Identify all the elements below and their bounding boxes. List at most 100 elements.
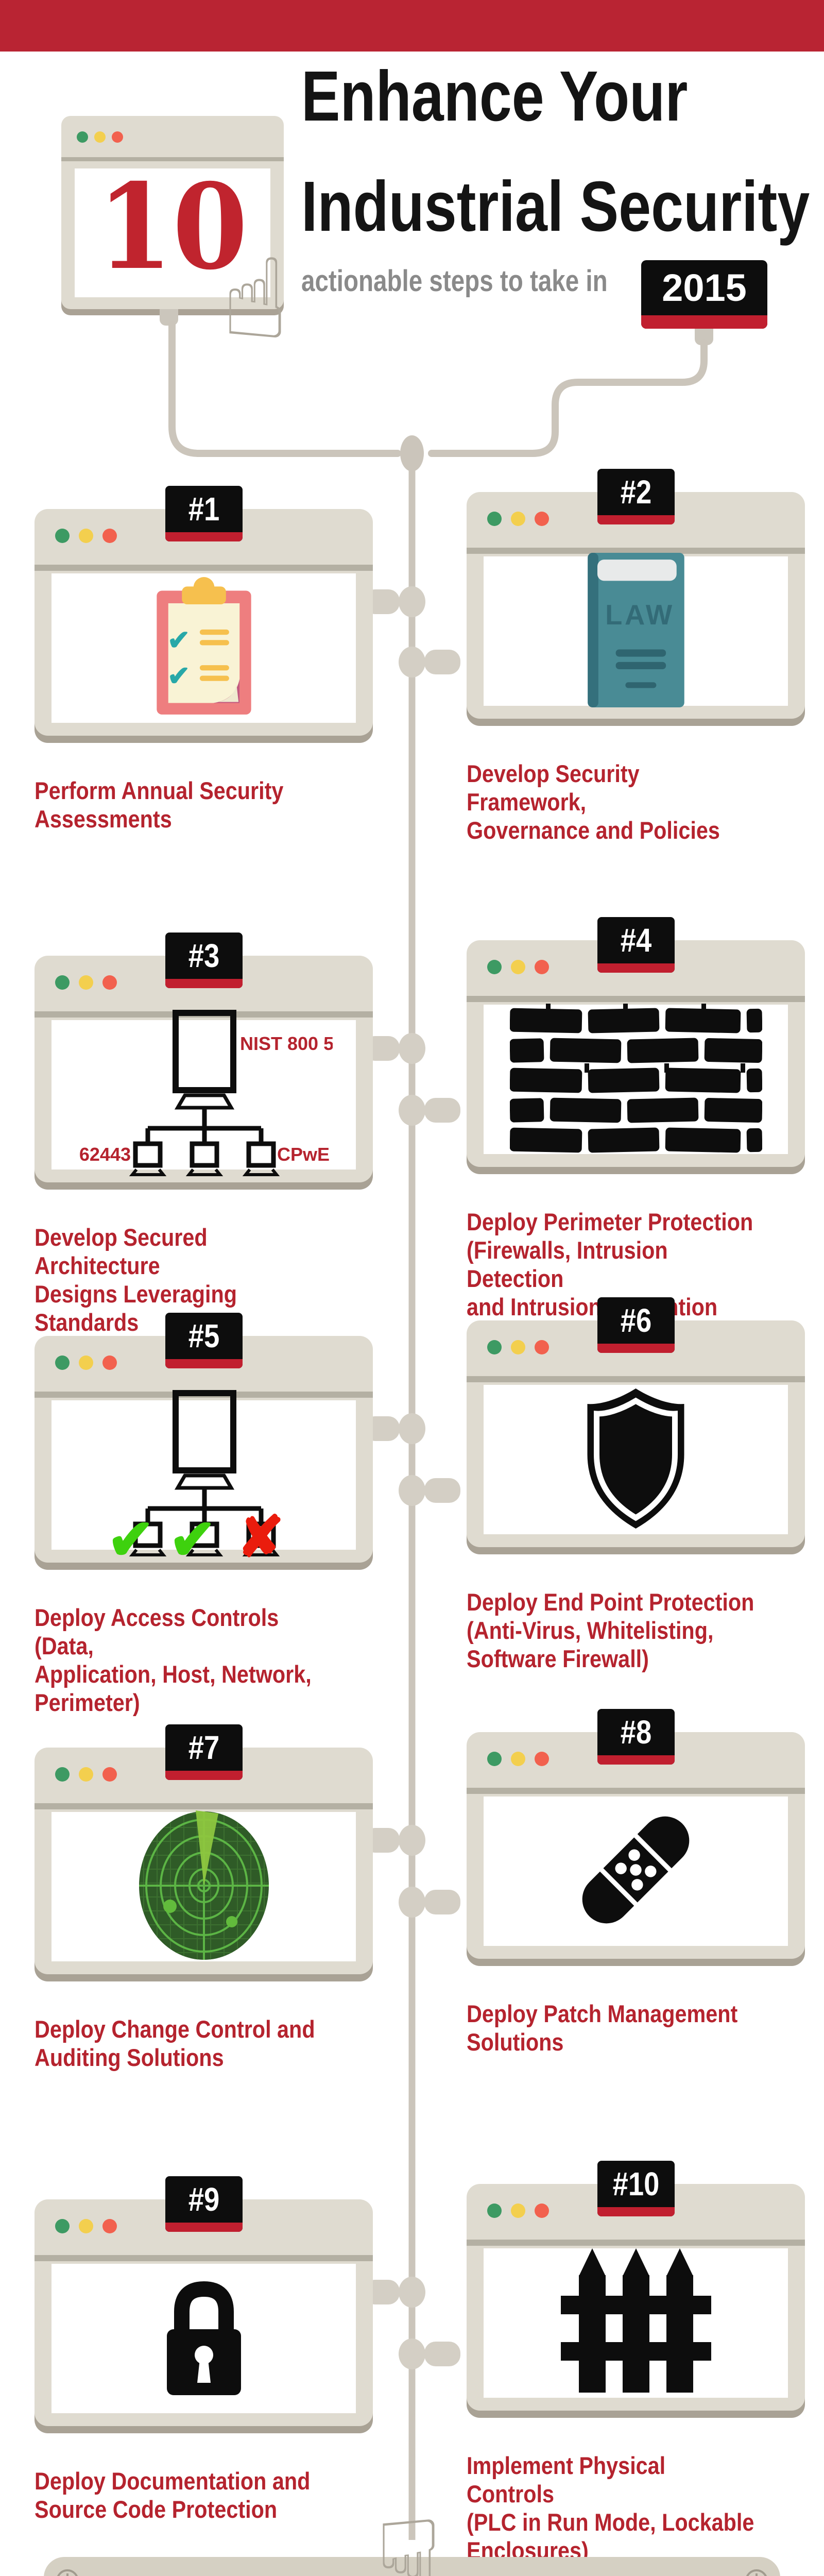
card-content: ✔ ✔ — [52, 573, 356, 723]
window-dot-yellow-icon — [79, 1355, 93, 1370]
brick-wall-icon — [509, 1003, 762, 1156]
window-dot-yellow-icon — [511, 960, 525, 974]
step-number-label: #6 — [620, 1302, 651, 1339]
card-window-divider — [35, 565, 373, 571]
svg-text:LAW: LAW — [605, 599, 675, 630]
window-chrome — [61, 116, 284, 157]
card-window-divider — [35, 1803, 373, 1809]
window-dot-red-icon — [535, 1752, 549, 1766]
step-number-badge: #1 — [165, 486, 243, 541]
step-number-badge: #3 — [165, 933, 243, 988]
page-title-line2: Industrial Security — [301, 167, 810, 246]
year-badge: 2015 — [641, 260, 767, 329]
step-caption: Deploy Access Controls (Data, Applicatio… — [35, 1604, 312, 1716]
card-window-divider — [467, 1376, 805, 1382]
window-dot-yellow-icon — [511, 1340, 525, 1354]
fence-icon — [559, 2248, 713, 2398]
big-number: 10 — [97, 158, 248, 296]
page-title-line1: Enhance Your — [301, 57, 688, 136]
law-book-icon: LAW — [585, 552, 688, 710]
shield-icon — [578, 1386, 694, 1533]
step-caption: Deploy Documentation and Source Code Pro… — [35, 2467, 311, 2523]
step-number-label: #7 — [188, 1729, 219, 1766]
step-card-10: #10 Implement Physical Controls (PLC in … — [467, 2161, 805, 2564]
window-dot-green-icon — [77, 131, 88, 143]
cursor-hand-down-icon: ☟ — [375, 2496, 442, 2576]
step-card-7: #7 Deploy Change Control and Auditing — [35, 1724, 373, 2071]
access-controls-icon: ✔ ✔ ✘ — [75, 1389, 333, 1571]
card-window-divider — [467, 1788, 805, 1794]
window-dot-green-icon — [487, 960, 502, 974]
card-content — [484, 1797, 788, 1946]
svg-text:✔: ✔ — [167, 625, 190, 656]
svg-text:✔: ✔ — [107, 1508, 154, 1559]
top-red-bar — [0, 0, 824, 52]
svg-text:CPwE: CPwE — [277, 1144, 330, 1165]
network-architecture-icon: NIST 800 53 IEC 62443 CPwE — [43, 1009, 344, 1181]
badge-red-stripe — [597, 1755, 675, 1765]
svg-text:✔: ✔ — [168, 1508, 216, 1559]
radar-icon — [138, 1809, 270, 1964]
window-dot-yellow-icon — [94, 131, 106, 143]
badge-red-stripe — [597, 1344, 675, 1353]
step-number-label: #2 — [620, 473, 651, 511]
year-red-stripe — [641, 315, 767, 329]
year-label: 2015 — [662, 266, 747, 309]
window-dot-green-icon — [487, 512, 502, 526]
svg-text:✔: ✔ — [167, 661, 190, 691]
step-card-9: #9 Deploy Documentation and Source Code … — [35, 2176, 373, 2523]
browser-window-ten: 10 — [61, 116, 284, 326]
clipboard-checklist-icon: ✔ ✔ — [150, 576, 258, 720]
card-window-divider — [35, 2255, 373, 2261]
step-caption: Develop Security Framework, Governance a… — [467, 760, 720, 844]
window-dot-red-icon — [535, 960, 549, 974]
step-card-8: #8 Deploy Patch Management Solutions — [467, 1709, 805, 2056]
card-window-divider — [467, 996, 805, 1002]
card-window-chrome — [35, 956, 373, 1011]
step-caption: Deploy End Point Protection (Anti-Virus,… — [467, 1588, 754, 1672]
card-content: LAW — [484, 552, 788, 707]
step-caption: Deploy Patch Management Solutions — [467, 2000, 738, 2056]
card-content: NIST 800 53 IEC 62443 CPwE — [43, 1009, 356, 1176]
cursor-hand-up-icon: ☝ — [221, 234, 289, 364]
window-dot-red-icon — [535, 2204, 549, 2218]
badge-red-stripe — [165, 979, 243, 988]
card-window-chrome — [35, 2199, 373, 2255]
card-content — [484, 1385, 788, 1534]
card-window-chrome — [35, 509, 373, 565]
card-content — [52, 1809, 356, 1964]
step-card-1: #1 ✔ ✔ Perform Annual Security Assessmen… — [35, 486, 373, 833]
svg-text:IEC 62443: IEC 62443 — [75, 1144, 131, 1165]
window-dot-red-icon — [102, 2219, 117, 2233]
window-dot-red-icon — [102, 1767, 117, 1782]
window-dot-yellow-icon — [511, 2204, 525, 2218]
window-dot-yellow-icon — [511, 1752, 525, 1766]
card-window-chrome — [35, 1336, 373, 1392]
card-content — [484, 2248, 788, 2398]
step-card-4: #4 Deploy Perimeter Protection (Firewall… — [467, 917, 805, 1349]
window-dot-red-icon — [102, 1355, 117, 1370]
window-dot-green-icon — [487, 2204, 502, 2218]
badge-red-stripe — [165, 532, 243, 541]
step-card-5: #5 ✔ ✔ ✘ Deploy Access Controls (Data, A — [35, 1313, 373, 1716]
window-dot-green-icon — [55, 975, 70, 990]
screw-icon — [57, 2569, 78, 2576]
card-content — [484, 1003, 788, 1156]
window-divider — [61, 157, 284, 161]
step-number-label: #8 — [620, 1714, 651, 1751]
step-number-label: #10 — [612, 2165, 659, 2202]
step-card-2: #2 LAW Develop Security Framework, Gover… — [467, 469, 805, 844]
window-dot-yellow-icon — [79, 975, 93, 990]
window-dot-yellow-icon — [511, 512, 525, 526]
step-number-label: #1 — [188, 490, 219, 528]
learn-more-panel: To learn more on these steps and other w… — [44, 2557, 780, 2576]
card-content: ✔ ✔ ✘ — [52, 1389, 356, 1571]
step-number-badge: #10 — [597, 2161, 675, 2216]
svg-text:NIST 800 53: NIST 800 53 — [240, 1033, 333, 1054]
step-number-badge: #6 — [597, 1297, 675, 1353]
card-window-chrome — [35, 1748, 373, 1803]
step-number-badge: #8 — [597, 1709, 675, 1765]
window-dot-red-icon — [102, 529, 117, 543]
badge-red-stripe — [597, 515, 675, 524]
